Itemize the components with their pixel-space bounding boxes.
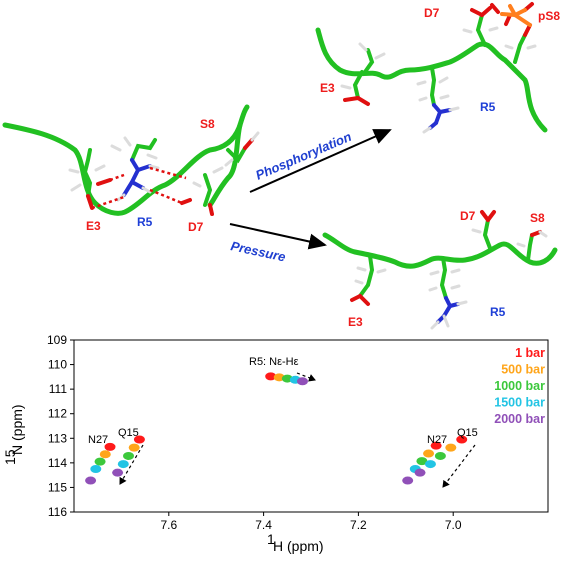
structure-top-right: D7 pS8 E3 R5: [315, 2, 560, 134]
label-bottom-right-r5: R5: [490, 305, 506, 319]
y-axis-title: 15 N (ppm): [2, 404, 25, 465]
backbone-bottom-right: [322, 232, 558, 269]
label-bottom-right-d7: D7: [460, 209, 476, 223]
y-tick-label: 114: [48, 456, 67, 470]
peak-point: [123, 451, 135, 460]
legend-entry: 1500 bar: [494, 396, 545, 410]
phosphorylation-label: Phosphorylation: [253, 129, 353, 183]
x-tick-label: 7.0: [445, 518, 462, 532]
peaks: [85, 372, 468, 485]
peak-point: [128, 443, 140, 452]
label-top-right-e3: E3: [320, 81, 335, 95]
peak-point: [90, 465, 102, 473]
label-bottom-right-s8: S8: [530, 211, 545, 225]
peak-point: [414, 468, 426, 477]
shift-arrows: [119, 372, 476, 488]
structure-top-left: S8 E3 R5 D7: [2, 104, 260, 234]
y-tick-label: 115: [48, 480, 67, 494]
peak-point: [112, 468, 124, 477]
plot-frame: [73, 339, 549, 513]
y-axis: 109 110 111 112 113 114 115 116: [47, 333, 74, 519]
peak-point: [104, 442, 116, 451]
structure-bottom-right: D7 S8 E3 R5: [322, 209, 558, 330]
peak-point: [117, 460, 129, 469]
annotation-n27-left: N27: [88, 434, 108, 446]
legend-entry: 2000 bar: [494, 412, 545, 426]
y-axis-title-text: N (ppm): [9, 404, 25, 455]
x-axis-title-superscript: 1: [267, 531, 275, 547]
sidechains-top-left: [68, 131, 260, 216]
annotation-r5: R5: Nε-Hε: [249, 356, 299, 368]
y-tick-label: 112: [48, 407, 67, 421]
label-top-right-d7: D7: [424, 6, 440, 20]
label-top-right-r5: R5: [480, 100, 496, 114]
backbone-top-left: [2, 104, 250, 216]
y-tick-label: 116: [48, 505, 67, 519]
x-axis-title-text: H (ppm): [273, 538, 324, 554]
y-tick-label: 111: [49, 382, 68, 396]
peak-point: [85, 476, 97, 485]
peak-point: [424, 460, 436, 469]
peak-point: [265, 372, 277, 381]
label-bottom-right-e3: E3: [348, 315, 363, 329]
hbonds-top-left: [91, 166, 187, 210]
x-tick-label: 7.4: [255, 518, 272, 532]
peak-point: [430, 441, 442, 450]
peak-point: [445, 443, 457, 452]
sidechains-bottom-right: [350, 210, 548, 330]
x-tick-label: 7.2: [350, 518, 367, 532]
y-tick-label: 110: [48, 358, 67, 372]
legend-entry: 1 bar: [515, 346, 545, 360]
peak-point: [434, 451, 446, 460]
peak-point: [456, 435, 468, 444]
pressure-label: Pressure: [229, 238, 287, 264]
peak-point: [423, 449, 435, 458]
arrow-phosphorylation: Phosphorylation: [249, 129, 392, 193]
backbone-top-right: [315, 27, 548, 133]
peak-point: [94, 457, 106, 466]
arrow-pressure: Pressure: [229, 223, 327, 265]
peak-point: [296, 377, 308, 386]
label-top-left-d7: D7: [188, 220, 204, 234]
y-axis-title-superscript: 15: [2, 449, 18, 465]
peak-point: [133, 435, 145, 444]
annotation-q15-right: Q15: [457, 427, 478, 439]
peak-point: [416, 457, 428, 466]
label-top-right-ps8: pS8: [538, 9, 560, 23]
x-axis: 7.6 7.4 7.2 7.0: [160, 512, 462, 532]
peak-point: [99, 450, 111, 459]
label-top-left-r5: R5: [137, 215, 153, 229]
x-tick-label: 7.6: [160, 518, 177, 532]
peak-point: [402, 476, 414, 485]
label-top-left-s8: S8: [200, 117, 215, 131]
sidechains-top-right: [340, 2, 537, 134]
x-axis-title: 1 H (ppm): [267, 531, 324, 554]
y-tick-label: 109: [47, 333, 67, 347]
annotation-q15-left: Q15: [118, 427, 139, 439]
legend: 1 bar 500 bar 1000 bar 1500 bar 2000 bar: [494, 346, 545, 426]
annotation-n27-right: N27: [427, 434, 447, 446]
legend-entry: 500 bar: [501, 363, 545, 377]
legend-entry: 1000 bar: [494, 379, 545, 393]
label-top-left-e3: E3: [86, 219, 101, 233]
y-tick-label: 113: [48, 431, 67, 445]
